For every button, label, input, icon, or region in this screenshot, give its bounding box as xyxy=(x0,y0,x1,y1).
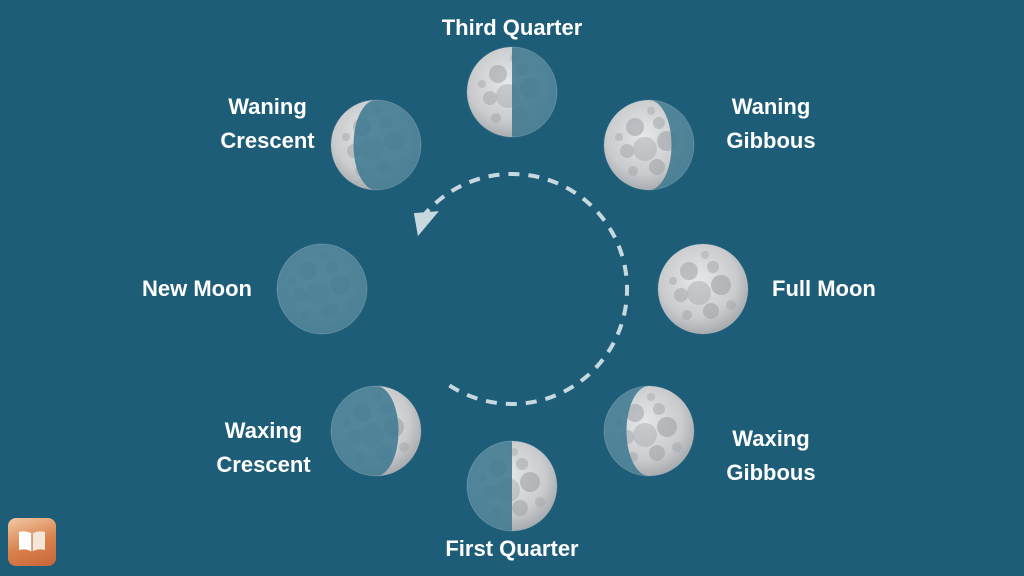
label-first-quarter: First Quarter xyxy=(422,532,602,566)
cycle-arrow xyxy=(413,172,630,406)
label-full-moon-text: Full Moon xyxy=(772,276,876,301)
arrow-head-icon xyxy=(413,211,439,237)
label-full-moon: Full Moon xyxy=(772,272,912,306)
waxing-gibbous-shadow xyxy=(604,386,649,476)
third-quarter-shadow xyxy=(512,47,557,137)
waning-crescent-shadow xyxy=(353,100,421,190)
first-quarter-moon xyxy=(466,440,558,532)
label-waxing-gibbous: Waxing Gibbous xyxy=(706,422,836,490)
waning-crescent-moon xyxy=(330,99,422,191)
label-waxing-gibbous-line1: Waxing xyxy=(732,426,810,451)
new-moon-moon xyxy=(276,243,368,335)
new-moon-shadow xyxy=(277,244,367,334)
label-waxing-gibbous-line2: Gibbous xyxy=(726,460,816,485)
label-third-quarter-text: Third Quarter xyxy=(441,15,583,40)
label-first-quarter-text: First Quarter xyxy=(445,536,579,561)
logo-badge[interactable] xyxy=(8,518,56,566)
full-moon-moon xyxy=(657,243,749,335)
label-waxing-crescent-line1: Waxing xyxy=(224,418,303,443)
waxing-crescent-moon xyxy=(330,385,422,477)
label-waning-gibbous-line1: Waning xyxy=(731,94,811,119)
label-new-moon-text: New Moon xyxy=(142,276,252,301)
label-waxing-crescent: Waxing Crescent xyxy=(196,414,331,482)
label-waning-gibbous-line2: Gibbous xyxy=(726,128,816,153)
label-waning-gibbous: Waning Gibbous xyxy=(706,90,836,158)
cycle-arrow-path xyxy=(422,172,630,406)
label-waxing-crescent-line2: Crescent xyxy=(216,452,311,477)
label-waning-crescent-line1: Waning xyxy=(228,94,307,119)
label-waning-crescent: Waning Crescent xyxy=(200,90,335,158)
third-quarter-moon xyxy=(466,46,558,138)
label-new-moon: New Moon xyxy=(110,272,252,306)
waning-gibbous-moon xyxy=(603,99,695,191)
waning-gibbous-shadow xyxy=(649,100,694,190)
label-third-quarter: Third Quarter xyxy=(422,11,602,45)
first-quarter-shadow xyxy=(467,441,512,531)
open-book-icon xyxy=(19,531,45,552)
waxing-crescent-shadow xyxy=(331,386,399,476)
waxing-gibbous-moon xyxy=(603,385,695,477)
label-waning-crescent-line2: Crescent xyxy=(220,128,315,153)
